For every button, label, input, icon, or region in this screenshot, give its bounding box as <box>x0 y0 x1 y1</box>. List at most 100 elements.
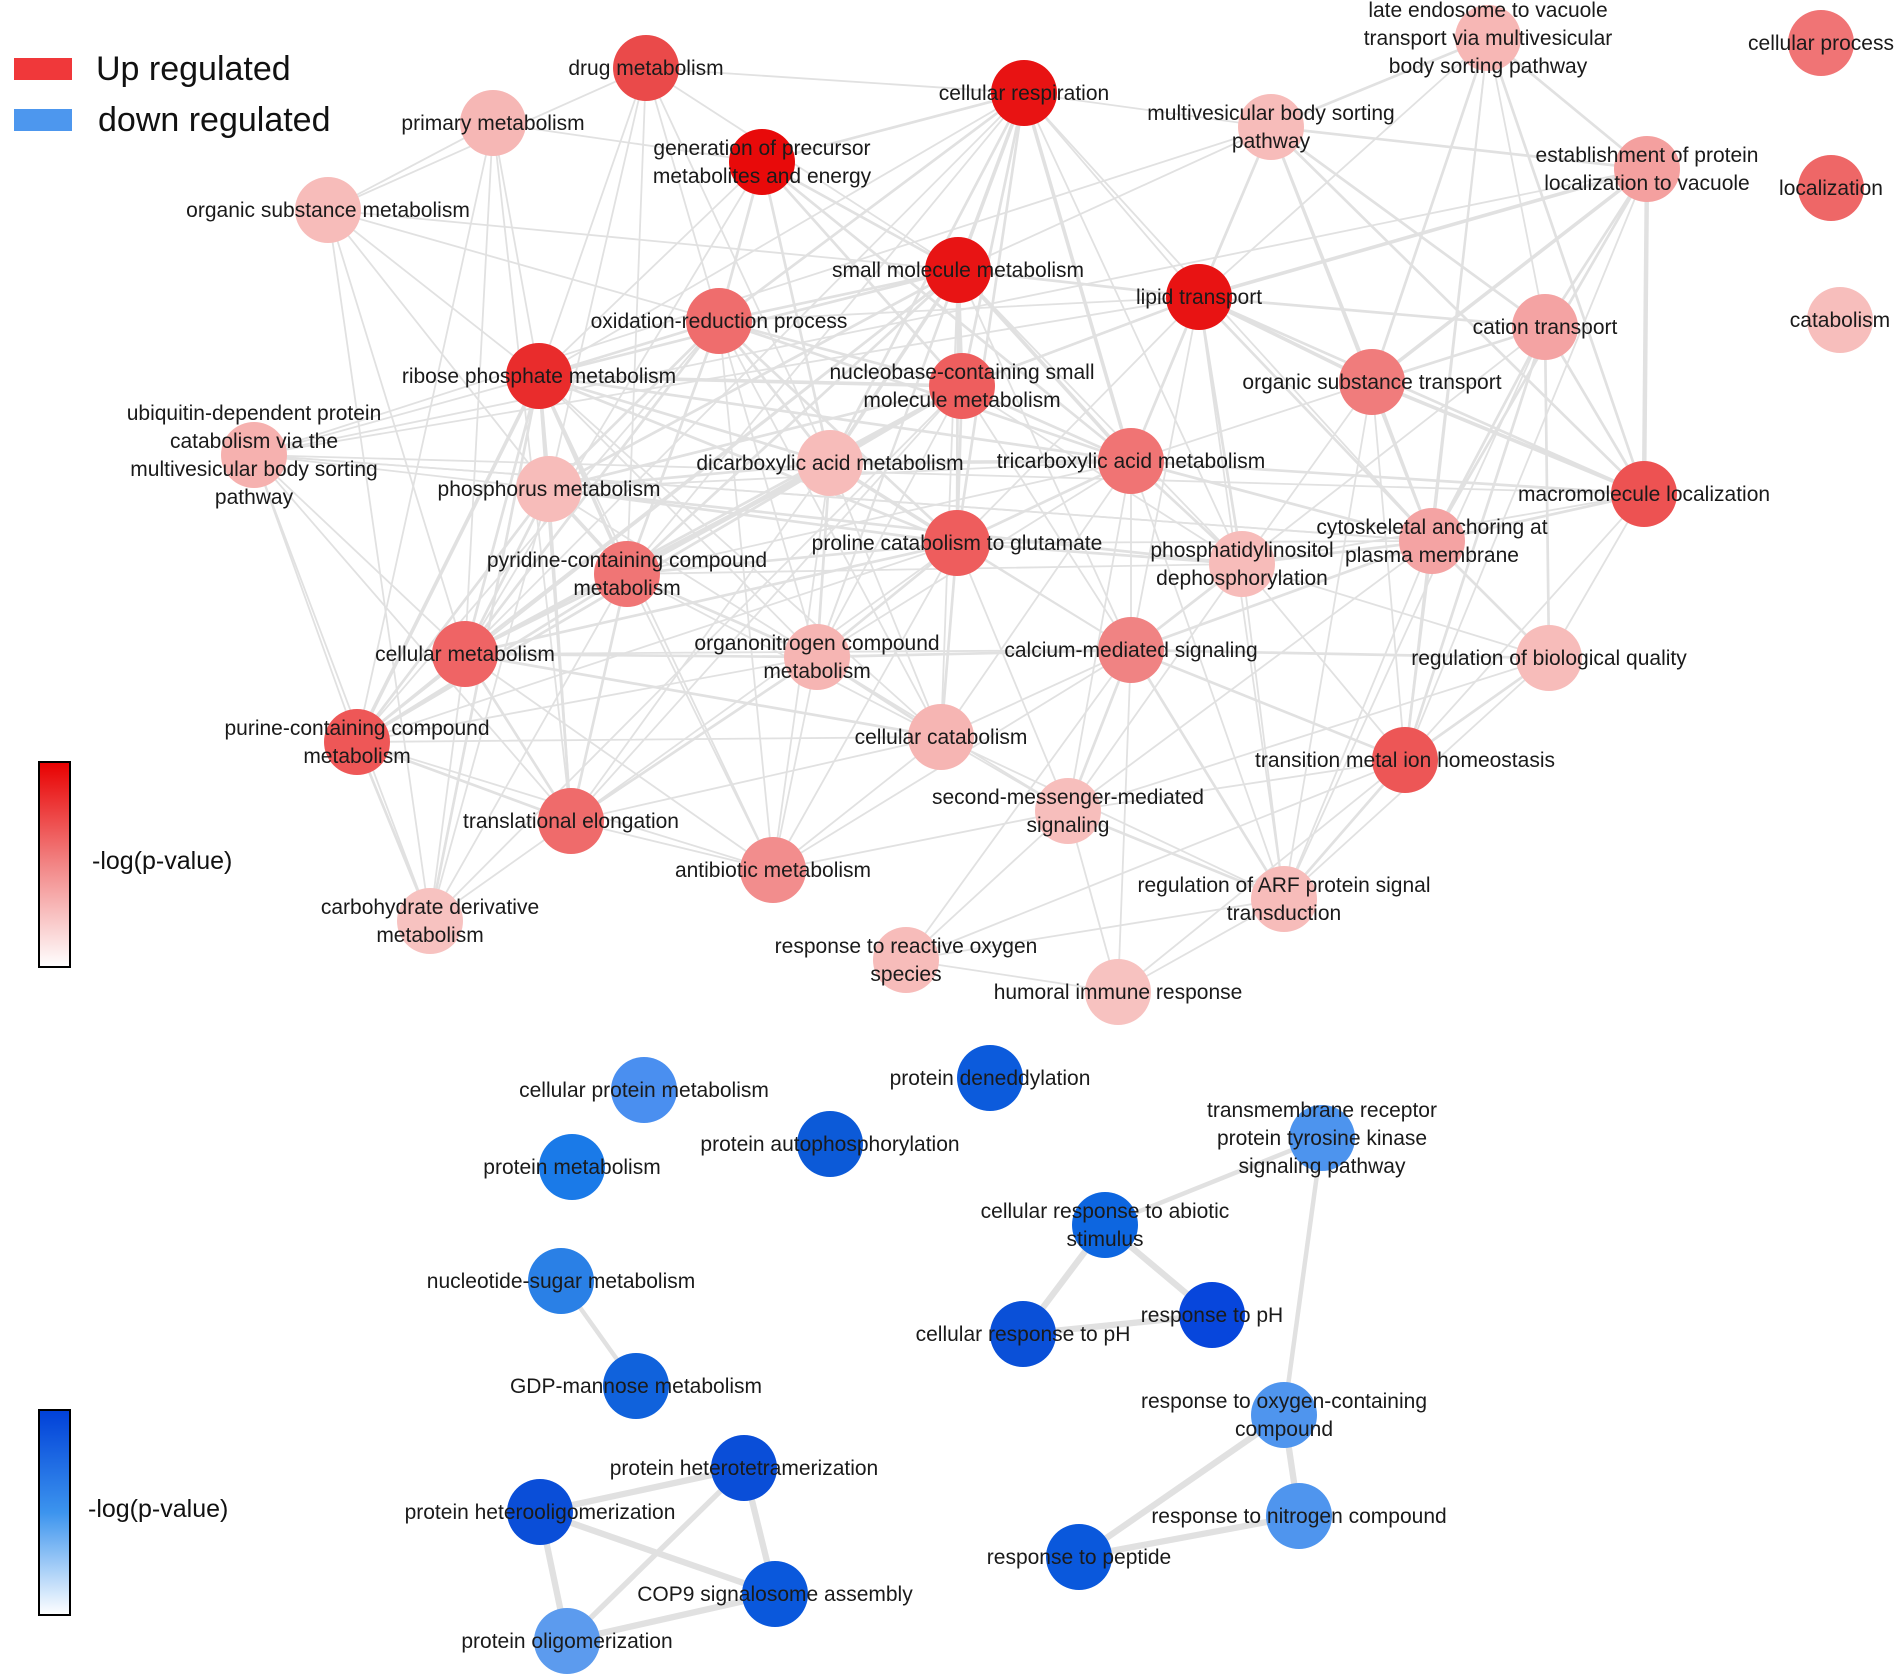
node-label-line: stimulus <box>1066 1228 1143 1251</box>
edge-small_molecule_metabolism--oxidation_reduction <box>717 268 960 323</box>
node-response_ph[interactable] <box>1179 1282 1245 1348</box>
node-label-response_ph: response to pH <box>1141 1304 1283 1327</box>
edge-ribose_phosphate--dicarboxylic_acid <box>537 374 832 465</box>
node-protein_deneddylation[interactable] <box>957 1045 1023 1111</box>
node-label-line: lipid transport <box>1136 286 1262 309</box>
node-catabolism[interactable] <box>1807 287 1873 353</box>
node-label-line: protein heterooligomerization <box>405 1501 676 1524</box>
node-response_peptide[interactable] <box>1046 1524 1112 1590</box>
node-regulation_arf[interactable] <box>1251 866 1317 932</box>
node-multivesicular_body_sorting[interactable] <box>1238 94 1304 160</box>
edge-proline_catabolism--antibiotic_metabolism <box>772 542 958 871</box>
node-cellular_response_abiotic[interactable] <box>1072 1192 1138 1258</box>
edge-ubiquitin_dependent--establishment_protein <box>253 168 1648 456</box>
edge-calcium_mediated--cellular_catabolism <box>940 649 1132 738</box>
node-nucleotide_sugar[interactable] <box>528 1248 594 1314</box>
node-organic_substance_metabolism[interactable] <box>295 177 361 243</box>
node-cop9_signalosome[interactable] <box>742 1561 808 1627</box>
node-translational_elongation[interactable] <box>538 788 604 854</box>
node-transmembrane_receptor[interactable] <box>1289 1105 1355 1171</box>
node-ribose_phosphate[interactable] <box>506 343 572 409</box>
node-label-line: transmembrane receptor <box>1207 1099 1437 1122</box>
node-response_oxygen_containing[interactable] <box>1251 1382 1317 1448</box>
edge-late_endosome--cation_transport <box>1487 37 1546 328</box>
node-tricarboxylic_acid[interactable] <box>1098 428 1164 494</box>
node-second_messenger[interactable] <box>1035 778 1101 844</box>
node-cellular_process[interactable] <box>1788 10 1854 76</box>
node-localization[interactable] <box>1798 155 1864 221</box>
node-label-line: primary metabolism <box>401 112 584 135</box>
node-protein_metabolism[interactable] <box>539 1134 605 1200</box>
node-nucleobase_small[interactable] <box>929 353 995 419</box>
node-humoral_immune[interactable] <box>1085 959 1151 1025</box>
node-cation_transport[interactable] <box>1512 294 1578 360</box>
node-cellular_response_ph[interactable] <box>990 1301 1056 1367</box>
node-response_nitrogen[interactable] <box>1266 1483 1332 1549</box>
node-cellular_respiration[interactable] <box>991 60 1057 126</box>
node-label-line: pathway <box>215 486 294 509</box>
edge-phosphatidylinositol--regulation_biological_quality <box>1241 563 1550 659</box>
node-macromolecule_localization[interactable] <box>1611 461 1677 527</box>
node-cellular_catabolism[interactable] <box>908 704 974 770</box>
node-gdp_mannose[interactable] <box>603 1353 669 1419</box>
node-protein_autophosphorylation[interactable] <box>797 1111 863 1177</box>
edge-multivesicular_body_sorting--small_molecule_metabolism <box>957 126 1272 271</box>
edge-generation_precursor--cellular_respiration <box>760 91 1026 164</box>
edge-ribose_phosphate--nucleobase_small <box>537 374 964 388</box>
edge-tricarboxylic_acid--pyridine_containing <box>626 460 1132 575</box>
node-ubiquitin_dependent[interactable] <box>221 422 287 488</box>
node-label-line: establishment of protein <box>1536 144 1759 167</box>
node-purine_containing[interactable] <box>324 709 390 775</box>
node-response_reactive_oxygen[interactable] <box>873 927 939 993</box>
node-phosphatidylinositol[interactable] <box>1209 531 1275 597</box>
node-cellular_metabolism[interactable] <box>432 621 498 687</box>
node-late_endosome[interactable] <box>1455 5 1521 71</box>
edge-organic_substance_transport--tricarboxylic_acid <box>1130 381 1373 462</box>
edge-phosphatidylinositol--regulation_arf <box>1241 563 1285 900</box>
node-label-line: nucleotide-sugar metabolism <box>427 1270 695 1293</box>
node-oxidation_reduction[interactable] <box>686 288 752 354</box>
edge-dicarboxylic_acid--purine_containing <box>356 462 831 743</box>
edge-proline_catabolism--pyridine_containing <box>625 541 959 576</box>
node-label-line: protein autophosphorylation <box>700 1133 959 1156</box>
edge-cellular_catabolism--regulation_arf <box>940 736 1285 900</box>
node-pyridine_containing[interactable] <box>594 541 660 607</box>
node-proline_catabolism[interactable] <box>924 510 990 576</box>
node-generation_precursor[interactable] <box>729 129 795 195</box>
edge-tricarboxylic_acid--macromolecule_localization <box>1129 459 1646 496</box>
node-label-line: multivesicular body sorting <box>1147 102 1394 125</box>
node-transition_metal[interactable] <box>1372 727 1438 793</box>
node-carbohydrate_derivative[interactable] <box>397 888 463 954</box>
node-regulation_biological_quality[interactable] <box>1516 625 1582 691</box>
edge-ribose_phosphate--antibiotic_metabolism <box>538 375 774 871</box>
edge-lipid_transport--cytoskeletal_anchoring <box>1197 295 1434 543</box>
node-protein_oligomerization[interactable] <box>534 1608 600 1674</box>
edge-organic_substance_transport--macromolecule_localization <box>1370 380 1646 496</box>
node-label-line: phosphatidylinositol <box>1150 539 1333 562</box>
node-organic_substance_transport[interactable] <box>1339 349 1405 415</box>
node-antibiotic_metabolism[interactable] <box>740 837 806 903</box>
edge-late_endosome--lipid_transport <box>1198 37 1489 298</box>
edge-organic_substance_transport--regulation_arf <box>1283 381 1373 900</box>
node-label-line: organonitrogen compound <box>694 632 939 655</box>
node-label-line: antibiotic metabolism <box>675 859 871 882</box>
node-establishment_protein[interactable] <box>1614 136 1680 202</box>
node-protein_heterotetramerization[interactable] <box>711 1435 777 1501</box>
node-primary_metabolism[interactable] <box>460 90 526 156</box>
node-small_molecule_metabolism[interactable] <box>925 237 991 303</box>
node-protein_heterooligomerization[interactable] <box>507 1479 573 1545</box>
node-label-line: multivesicular body sorting <box>130 458 377 481</box>
node-dicarboxylic_acid[interactable] <box>797 430 863 496</box>
node-phosphorus_metabolism[interactable] <box>516 456 582 522</box>
node-organonitrogen[interactable] <box>784 624 850 690</box>
node-label-line: cellular metabolism <box>375 643 555 666</box>
node-label-line: metabolism <box>573 577 680 600</box>
node-cellular_protein_metabolism[interactable] <box>611 1057 677 1123</box>
node-drug_metabolism[interactable] <box>613 35 679 101</box>
node-calcium_mediated[interactable] <box>1098 617 1164 683</box>
node-label-line: drug metabolism <box>568 57 723 80</box>
edge-calcium_mediated--regulation_biological_quality <box>1129 648 1551 660</box>
node-cytoskeletal_anchoring[interactable] <box>1399 508 1465 574</box>
node-lipid_transport[interactable] <box>1166 264 1232 330</box>
